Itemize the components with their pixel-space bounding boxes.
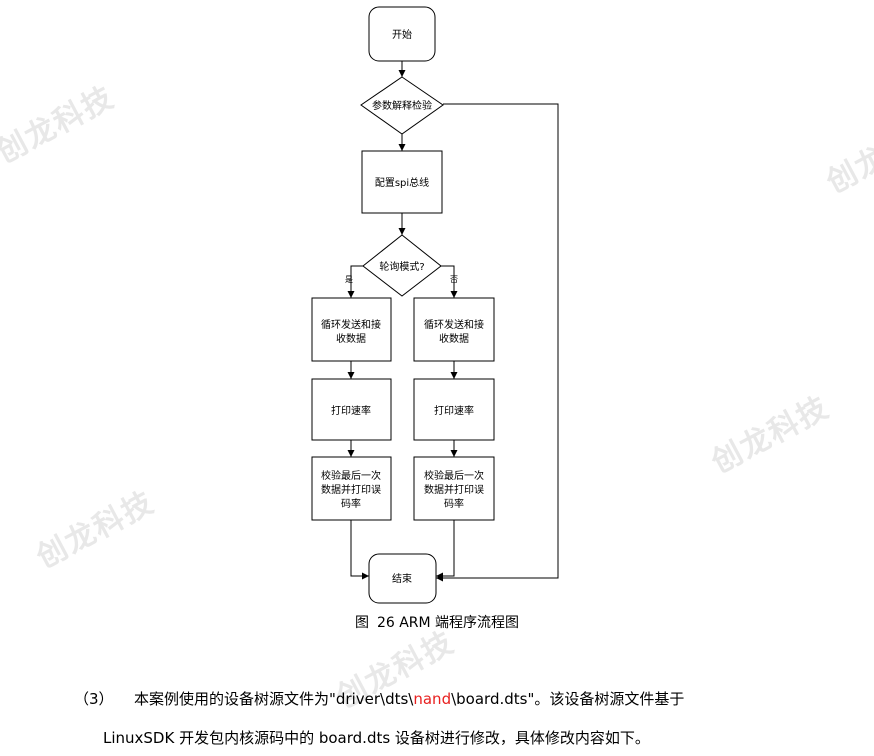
paragraph-line-1: （3） 本案例使用的设备树源文件为"driver\dts\nand\board.d…	[74, 688, 684, 709]
right-verify-line3: 码率	[444, 497, 464, 510]
right-verify-node: 校验最后一次 数据并打印误 码率	[413, 456, 495, 521]
left-loop-line2: 收数据	[336, 332, 366, 345]
figure-caption: 图 26 ARM 端程序流程图	[0, 612, 874, 632]
config-spi-label: 配置spi总线	[375, 176, 429, 189]
caption-text: 26 ARM 端程序流程图	[376, 615, 520, 631]
left-loop-node: 循环发送和接 收数据	[311, 297, 392, 362]
end-node: 结束	[368, 553, 437, 604]
left-verify-line2: 数据并打印误	[321, 483, 381, 496]
paragraph-text-after: \board.dts"。该设备树源文件基于	[451, 690, 685, 708]
left-verify-node: 校验最后一次 数据并打印误 码率	[311, 456, 392, 521]
right-print-rate-node: 打印速率	[413, 378, 495, 441]
caption-prefix: 图	[354, 615, 369, 631]
connectors	[347, 61, 559, 582]
end-label: 结束	[392, 572, 412, 585]
right-verify-line2: 数据并打印误	[424, 483, 484, 496]
paragraph-highlight: nand	[413, 690, 452, 708]
right-loop-line1: 循环发送和接	[424, 318, 484, 331]
right-print-rate-label: 打印速率	[434, 404, 474, 417]
left-loop-line1: 循环发送和接	[321, 318, 381, 331]
right-loop-node: 循环发送和接 收数据	[413, 297, 495, 362]
paragraph-text-before: 本案例使用的设备树源文件为"driver\dts\	[134, 690, 414, 708]
poll-mode-label: 轮询模式?	[379, 260, 424, 273]
start-label: 开始	[392, 28, 412, 41]
left-verify-line1: 校验最后一次	[321, 469, 381, 482]
config-spi-node: 配置spi总线	[361, 150, 443, 214]
param-check-decision: 参数解释检验	[360, 76, 444, 135]
flowchart: 开始 参数解释检验 配置spi总线 轮询模式? 是 否 循环发送和接 收数据 打…	[311, 6, 559, 604]
yes-label: 是	[345, 275, 353, 284]
start-node: 开始	[368, 6, 436, 62]
no-label: 否	[450, 275, 458, 284]
poll-mode-decision: 轮询模式?	[362, 234, 442, 297]
param-check-label: 参数解释检验	[372, 99, 432, 112]
right-verify-line1: 校验最后一次	[424, 469, 484, 482]
paragraph-number: （3）	[74, 690, 114, 708]
left-print-rate-label: 打印速率	[331, 404, 371, 417]
left-print-rate-node: 打印速率	[311, 378, 392, 441]
left-verify-line3: 码率	[341, 497, 361, 510]
paragraph-line-2: LinuxSDK 开发包内核源码中的 board.dts 设备树进行修改，具体修…	[103, 729, 650, 747]
right-loop-line2: 收数据	[439, 332, 469, 345]
